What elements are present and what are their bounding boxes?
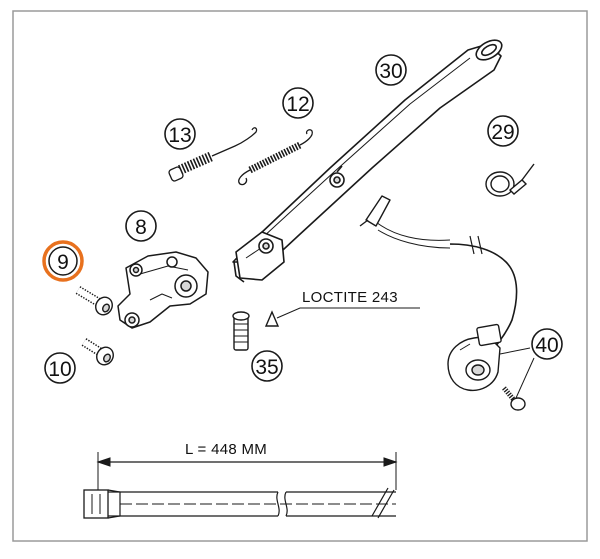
callout-8: 8 (125, 210, 157, 242)
callout-40-leaders (499, 347, 535, 399)
callout-9-label: 9 (57, 251, 69, 274)
callout-30: 30 (375, 54, 407, 86)
part-35-stud[interactable] (232, 310, 280, 351)
callout-40-label: 40 (535, 334, 558, 357)
callout-29: 29 (487, 115, 519, 147)
callout-10-label: 10 (48, 358, 71, 381)
loctite-label: LOCTITE 243 (302, 289, 398, 306)
part-9-bolt[interactable] (75, 286, 115, 318)
part-30-side-stand[interactable] (232, 36, 505, 283)
loctite-leader (276, 307, 420, 319)
callout-29-label: 29 (491, 121, 514, 144)
callout-12-label: 12 (286, 93, 309, 116)
part-8-bracket[interactable] (117, 251, 209, 329)
callout-13: 13 (164, 118, 196, 150)
callout-35: 35 (251, 350, 283, 382)
callout-35-label: 35 (255, 356, 278, 379)
callout-9: 9 (42, 240, 84, 282)
length-label: L = 448 MM (185, 441, 267, 458)
callout-30-label: 30 (379, 60, 402, 83)
callout-12: 12 (282, 87, 314, 119)
callout-13-label: 13 (168, 124, 191, 147)
part-13-spring[interactable] (168, 127, 258, 182)
part-12-spring[interactable] (238, 129, 313, 186)
callout-40: 40 (531, 328, 563, 360)
part-40-sidestand-switch[interactable] (359, 195, 526, 411)
part-10-bolt[interactable] (81, 338, 116, 368)
callout-8-label: 8 (135, 216, 147, 239)
callout-10: 10 (44, 352, 76, 384)
length-dimension-drawing (83, 452, 398, 519)
part-29-cable-tie[interactable] (485, 163, 535, 197)
